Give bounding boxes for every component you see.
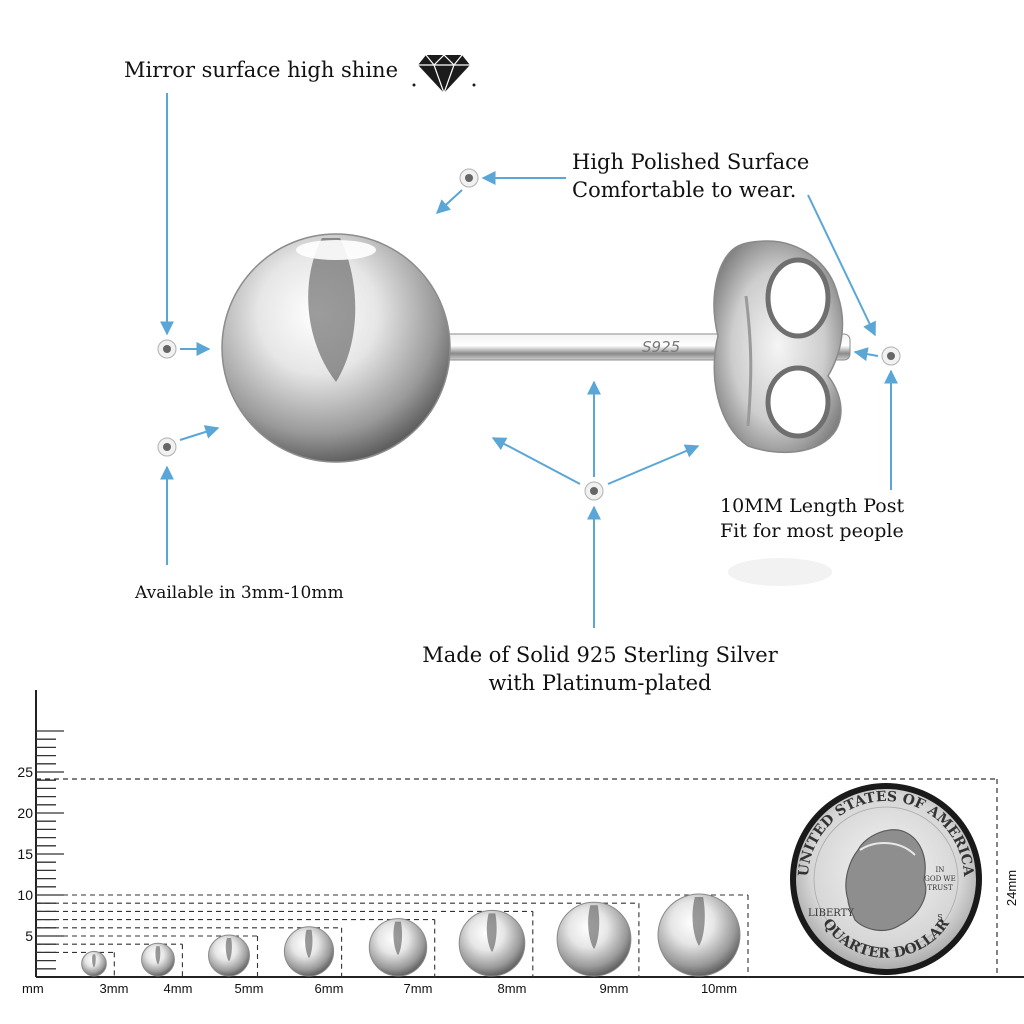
ruler-label: 25	[17, 764, 33, 780]
size-label: 7mm	[404, 981, 433, 996]
ruler-ticks	[36, 730, 64, 970]
mirror-shine-label: Mirror surface high shine	[124, 58, 398, 82]
size-label: 10mm	[701, 981, 737, 996]
callout-dots	[157, 168, 901, 501]
fit-label: Fit for most people	[720, 520, 904, 542]
size-ball	[458, 909, 526, 977]
size-label: 8mm	[498, 981, 527, 996]
size-label: 9mm	[600, 981, 629, 996]
plating-label: with Platinum-plated	[489, 671, 712, 695]
callout-arrows	[160, 93, 898, 628]
size-ball	[208, 934, 250, 977]
size-ball	[141, 942, 175, 977]
quarter-coin: UNITED STATES OF AMERICA QUARTER DOLLAR …	[790, 783, 982, 975]
available-sizes-label: Available in 3mm-10mm	[134, 583, 344, 603]
size-chart: 5 10 15 20 25 3mm 4mm 5mm 6mm 7mm 8mm 9mm 10mm mm 2…	[17, 690, 1024, 996]
size-ball	[556, 901, 632, 977]
unit-label: mm	[22, 981, 44, 996]
post-length-label: 10MM Length Post	[720, 495, 905, 517]
size-labels: 3mm 4mm 5mm 6mm 7mm 8mm 9mm 10mm	[100, 981, 738, 996]
earring-back	[713, 240, 844, 454]
size-balls	[81, 893, 741, 977]
callout-dot	[157, 339, 177, 359]
size-ball	[657, 893, 741, 977]
ruler-labels: 5 10 15 20 25	[17, 764, 33, 944]
ruler-label: 15	[17, 846, 33, 862]
coin-motto-1: IN	[936, 866, 945, 874]
comfortable-label: Comfortable to wear.	[572, 178, 796, 202]
size-label: 4mm	[164, 981, 193, 996]
size-guides	[36, 894, 749, 977]
portrait	[845, 829, 927, 932]
earring-illustration: S925	[221, 233, 851, 586]
callout-dot	[459, 168, 479, 188]
coin-liberty: LIBERTY	[808, 908, 854, 919]
ruler-label: 20	[17, 805, 33, 821]
size-label: 5mm	[235, 981, 264, 996]
callout-dot	[881, 346, 901, 366]
s925-stamp: S925	[642, 338, 680, 356]
diamond-icon	[412, 54, 476, 95]
size-label: 6mm	[315, 981, 344, 996]
coin-motto-2: GOD WE	[924, 875, 955, 883]
coin-motto-3: TRUST	[927, 884, 953, 892]
size-label: 3mm	[100, 981, 129, 996]
callout-dot	[157, 437, 177, 457]
coin-height-label: 24mm	[1004, 870, 1019, 906]
size-ball	[368, 918, 428, 977]
callout-dot	[584, 481, 604, 501]
ruler-label: 5	[25, 928, 33, 944]
polished-surface-label: High Polished Surface	[572, 150, 809, 174]
coin-mint-mark: S	[937, 913, 942, 922]
size-ball	[283, 926, 335, 977]
material-label: Made of Solid 925 Sterling Silver	[422, 643, 778, 667]
size-ball	[81, 950, 107, 977]
ruler-label: 10	[17, 887, 33, 903]
